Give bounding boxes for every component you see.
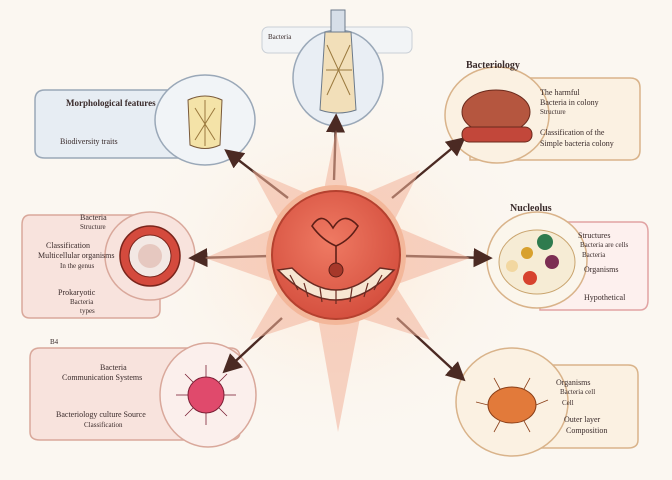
middle-right-line5: Hypothetical (584, 293, 626, 302)
upper-right-line4: Classification of the (540, 128, 605, 137)
lower-right-line2: Bacteria cell (560, 388, 596, 396)
upper-right-heading: Bacteriology (466, 60, 520, 71)
upper-right-line3: Structure (540, 108, 566, 116)
middle-right-line2: Bacteria are cells (580, 241, 629, 249)
middle-left-line5: In the genus (60, 262, 95, 270)
specimen-middle-right (498, 229, 576, 295)
specimen-lower-left (176, 365, 236, 425)
middle-right-line3: Bacteria (582, 251, 606, 259)
specimen-lower-right (475, 377, 549, 433)
lower-left-line2: Communication Systems (62, 373, 143, 382)
upper-right-line1: The harmful (540, 88, 580, 97)
upper-left-line1: Morphological features (66, 98, 156, 108)
center-cell (205, 130, 470, 432)
panel-lower-right (455, 347, 639, 457)
middle-right-heading: Nucleolus (510, 203, 552, 214)
lower-left-line3: Bacteriology culture Source (56, 410, 146, 419)
lower-right-line3: Cell (562, 399, 574, 407)
middle-left-line6: Prokaryotic (58, 288, 96, 297)
middle-left-line1: Bacteria (80, 213, 107, 222)
middle-left-line3: Classification (46, 241, 90, 250)
specimen-middle-left (119, 225, 181, 287)
middle-left-line2: Structure (80, 223, 106, 231)
lower-left-line4: Classification (84, 421, 123, 429)
lower-right-line5: Composition (566, 426, 608, 435)
lower-left-tag: B4 (50, 338, 59, 346)
flask-top (319, 9, 357, 114)
panel-middle-left (21, 211, 196, 319)
specimen-upper-left (187, 95, 223, 149)
panel-upper-left (34, 74, 256, 166)
middle-left-line8: types (80, 307, 95, 315)
middle-left-line4: Multicellular organisms (38, 251, 115, 260)
upper-right-line5: Simple bacteria colony (540, 139, 614, 148)
upper-left-line2: Biodiversity traits (60, 137, 118, 146)
lower-right-line1: Organisms (556, 378, 591, 387)
lower-left-line1: Bacteria (100, 363, 127, 372)
top-tag: Bacteria (268, 33, 292, 41)
upper-right-line2: Bacteria in colony (540, 98, 599, 107)
specimen-upper-right (461, 89, 533, 143)
middle-right-line1: Structures (578, 231, 611, 240)
middle-left-line7: Bacteria (70, 298, 94, 306)
lower-right-line4: Outer layer (564, 415, 601, 424)
middle-right-line4: Organisms (584, 265, 619, 274)
